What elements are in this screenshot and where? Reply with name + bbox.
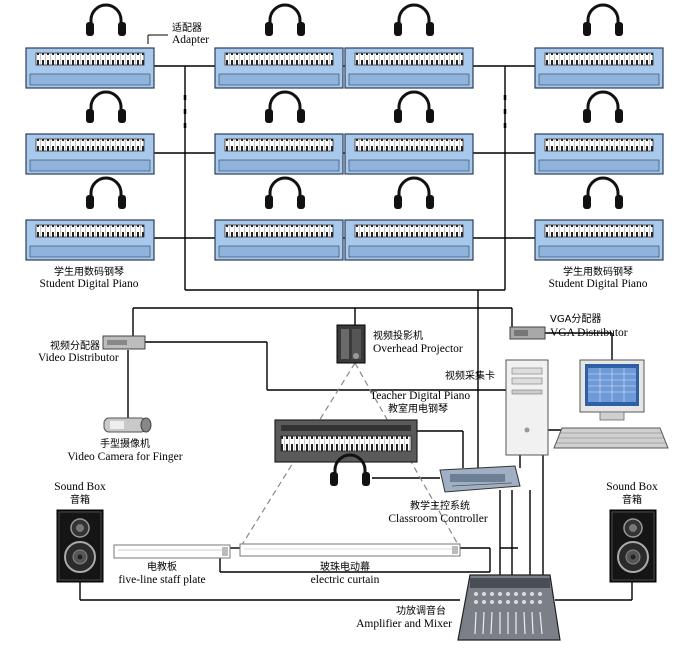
teacher-piano-label-zh: 教室用电钢琴	[388, 404, 448, 415]
curtain-label-en: electric curtain	[310, 574, 380, 586]
video-distributor-label-en: Video Distributor	[38, 352, 119, 364]
staff-plate-label-zh: 电教板	[147, 562, 177, 573]
capture-card-label: 视频采集卡	[445, 371, 495, 382]
ellipsis-marks	[183, 95, 507, 130]
finger-camera-label-en: Video Camera for Finger	[67, 451, 183, 463]
finger-camera-label-zh: 手型摄像机	[100, 439, 150, 450]
speaker-right-icon	[609, 509, 657, 583]
curtain-label-zh: 玻珠电动幕	[320, 562, 370, 573]
projection-beam	[239, 362, 461, 549]
student-pianos-left	[25, 3, 168, 261]
controller-label-en: Classroom Controller	[388, 513, 488, 525]
student-piano-right-label-zh: 学生用数码钢琴	[563, 267, 633, 278]
projector-label-en: Overhead Projector	[373, 343, 463, 355]
student-pianos-center	[214, 3, 474, 261]
controller-label-zh: 教学主控系统	[410, 501, 470, 512]
adapter-label-en: Adapter	[172, 34, 210, 46]
sound-box-right-label-zh: 音箱	[622, 495, 642, 506]
mixer-label-en: Amplifier and Mixer	[356, 618, 452, 630]
staff-plate-label-en: five-line staff plate	[118, 574, 206, 586]
student-pianos-right	[534, 3, 664, 261]
sound-box-right-label-en: Sound Box	[606, 481, 658, 493]
computer-icon	[505, 359, 669, 456]
student-piano-left-label-zh: 学生用数码钢琴	[54, 267, 124, 278]
projector-label-zh: 视频投影机	[373, 331, 423, 342]
projector-icon	[336, 324, 366, 364]
sound-box-left-label-zh: 音箱	[70, 495, 90, 506]
sound-box-left-label-en: Sound Box	[54, 481, 106, 493]
camera-icon	[103, 417, 152, 433]
controller-icon	[439, 465, 521, 493]
mixer-label-zh: 功放调音台	[396, 606, 446, 617]
wiring	[79, 65, 633, 601]
staff-plate-icon	[113, 544, 231, 559]
video-distributor-icon	[102, 335, 146, 350]
curtain-icon	[239, 543, 461, 557]
mixer-icon	[457, 574, 561, 641]
teacher-piano-label-en: Teacher Digital Piano	[370, 390, 471, 402]
student-piano-left-label-en: Student Digital Piano	[39, 278, 139, 290]
adapter-label-zh: 适配器	[172, 23, 202, 34]
vga-distributor-label-zh: VGA分配器	[550, 314, 602, 325]
student-piano-right-label-en: Student Digital Piano	[548, 278, 648, 290]
vga-distributor-icon	[509, 326, 546, 340]
speaker-left-icon	[56, 509, 104, 583]
vga-distributor-label-en: VGA Distributor	[550, 327, 628, 339]
video-distributor-label-zh: 视频分配器	[50, 341, 100, 352]
